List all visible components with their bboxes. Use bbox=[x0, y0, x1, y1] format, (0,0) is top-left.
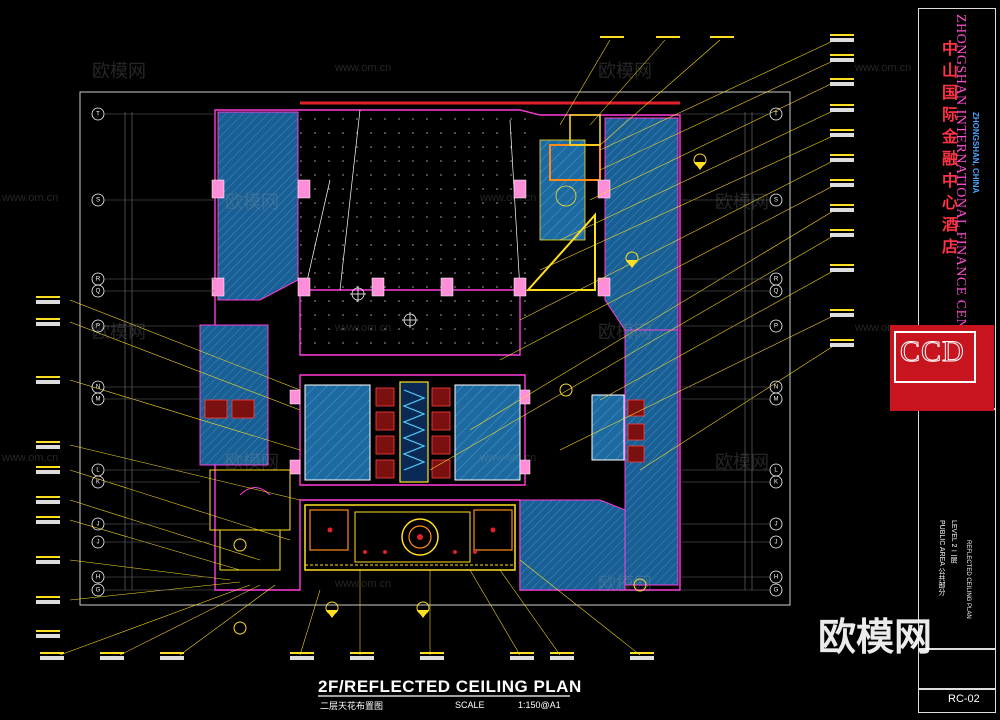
hotel-name-en: ZHONGSHAN INTERNATIONAL FINANCE CENTRE H… bbox=[953, 14, 968, 410]
grid-row-label: G bbox=[96, 588, 101, 594]
grid-row-label: J bbox=[97, 522, 100, 528]
plan-title: 2F/REFLECTED CEILING PLAN bbox=[318, 677, 582, 696]
watermark: 欧模网 bbox=[598, 322, 652, 343]
grid-row-label: J bbox=[775, 522, 778, 528]
service-corridor bbox=[209, 469, 291, 571]
watermark: 欧模网 bbox=[598, 61, 652, 82]
annotation-tags bbox=[36, 34, 854, 660]
watermark: 欧模网 bbox=[92, 61, 146, 82]
title-block-divider bbox=[918, 648, 996, 650]
grid-row-label: G bbox=[774, 588, 779, 594]
firm-logo: CCD bbox=[890, 325, 994, 411]
grid-row-label: R bbox=[774, 277, 779, 283]
central-core bbox=[204, 381, 645, 483]
firm-logo-frame bbox=[894, 331, 976, 383]
grid-row-lines bbox=[104, 113, 770, 591]
watermark-site: www.om.cn bbox=[480, 452, 537, 464]
watermark: 欧模网 bbox=[92, 322, 146, 343]
chandelier-symbols bbox=[350, 185, 577, 328]
grid-row-label: N bbox=[774, 385, 778, 391]
grid-row-label: K bbox=[774, 480, 778, 486]
grid-row-label: L bbox=[96, 468, 100, 474]
watermark-large: 欧模网 bbox=[818, 615, 933, 659]
grid-row-label: M bbox=[774, 397, 779, 403]
grid-row-label: P bbox=[774, 324, 778, 330]
watermark-site: www.om.cn bbox=[480, 192, 537, 204]
ceiling-diagonals bbox=[304, 109, 521, 291]
watermark-site: www.om.cn bbox=[855, 62, 912, 74]
grid-row-label: M bbox=[96, 397, 101, 403]
drawing-name: REFLECTED CEILING PLAN bbox=[965, 540, 971, 619]
sheet-number: RC-02 bbox=[948, 693, 980, 705]
grid-row-label: J bbox=[775, 540, 778, 546]
watermark: 欧模网 bbox=[715, 452, 769, 473]
plan-subtitle: 二层天花布置图 bbox=[320, 702, 384, 712]
grid-row-label: J bbox=[97, 540, 100, 546]
title-block-divider bbox=[918, 688, 996, 690]
grid-row-label: T bbox=[96, 112, 100, 118]
grid-row-label: S bbox=[96, 198, 100, 204]
ceiling-dot-grid bbox=[300, 110, 530, 355]
watermark-site: www.om.cn bbox=[2, 452, 59, 464]
grid-row-label: H bbox=[96, 575, 100, 581]
watermark: 欧模网 bbox=[715, 192, 769, 213]
grid-row-label: S bbox=[774, 198, 778, 204]
scale-value: 1:150@A1 bbox=[518, 700, 561, 710]
watermark: 欧模网 bbox=[225, 192, 279, 213]
grid-row-label: Q bbox=[774, 289, 779, 295]
triangle-feature bbox=[525, 212, 596, 291]
grid-row-label: K bbox=[96, 480, 100, 486]
grid-row-label: H bbox=[774, 575, 778, 581]
grid-labels-left: T S RQ P NM LK J J H G bbox=[96, 112, 101, 594]
drawing-frame bbox=[79, 91, 791, 606]
area-label: PUBLIC AREA 公共部分 bbox=[938, 520, 945, 596]
watermark-site: www.om.cn bbox=[335, 322, 392, 334]
grid-row-label: R bbox=[96, 277, 101, 283]
watermark: 欧模网 bbox=[598, 574, 652, 595]
watermark-site: www.om.cn bbox=[335, 62, 392, 74]
firm-logo-text: CCD bbox=[900, 335, 965, 369]
grid-row-label: P bbox=[96, 324, 100, 330]
leader-lines bbox=[59, 39, 836, 656]
watermark-site: www.om.cn bbox=[2, 192, 59, 204]
watermark-site: www.om.cn bbox=[335, 578, 392, 590]
scale-label: SCALE bbox=[455, 700, 485, 710]
ballroom-ceiling bbox=[304, 504, 516, 571]
grid-row-label: T bbox=[774, 112, 778, 118]
grid-row-label: N bbox=[96, 385, 100, 391]
hatched-zones bbox=[199, 111, 679, 591]
stair-box bbox=[569, 114, 601, 146]
hotel-name-cn: 中山国际金融中心酒店 bbox=[939, 40, 958, 260]
level-label: LEVEL 2 二层 bbox=[950, 520, 957, 564]
grid-labels-right: T S RQ P NM LK J J H G bbox=[774, 112, 779, 594]
watermark: 欧模网 bbox=[225, 452, 279, 473]
hotel-city: ZHONGSHAN, CHINA bbox=[971, 112, 980, 194]
grid-row-label: L bbox=[774, 468, 778, 474]
grid-lines bbox=[124, 112, 753, 590]
section-markers bbox=[233, 153, 707, 635]
grid-row-label: Q bbox=[96, 289, 101, 295]
